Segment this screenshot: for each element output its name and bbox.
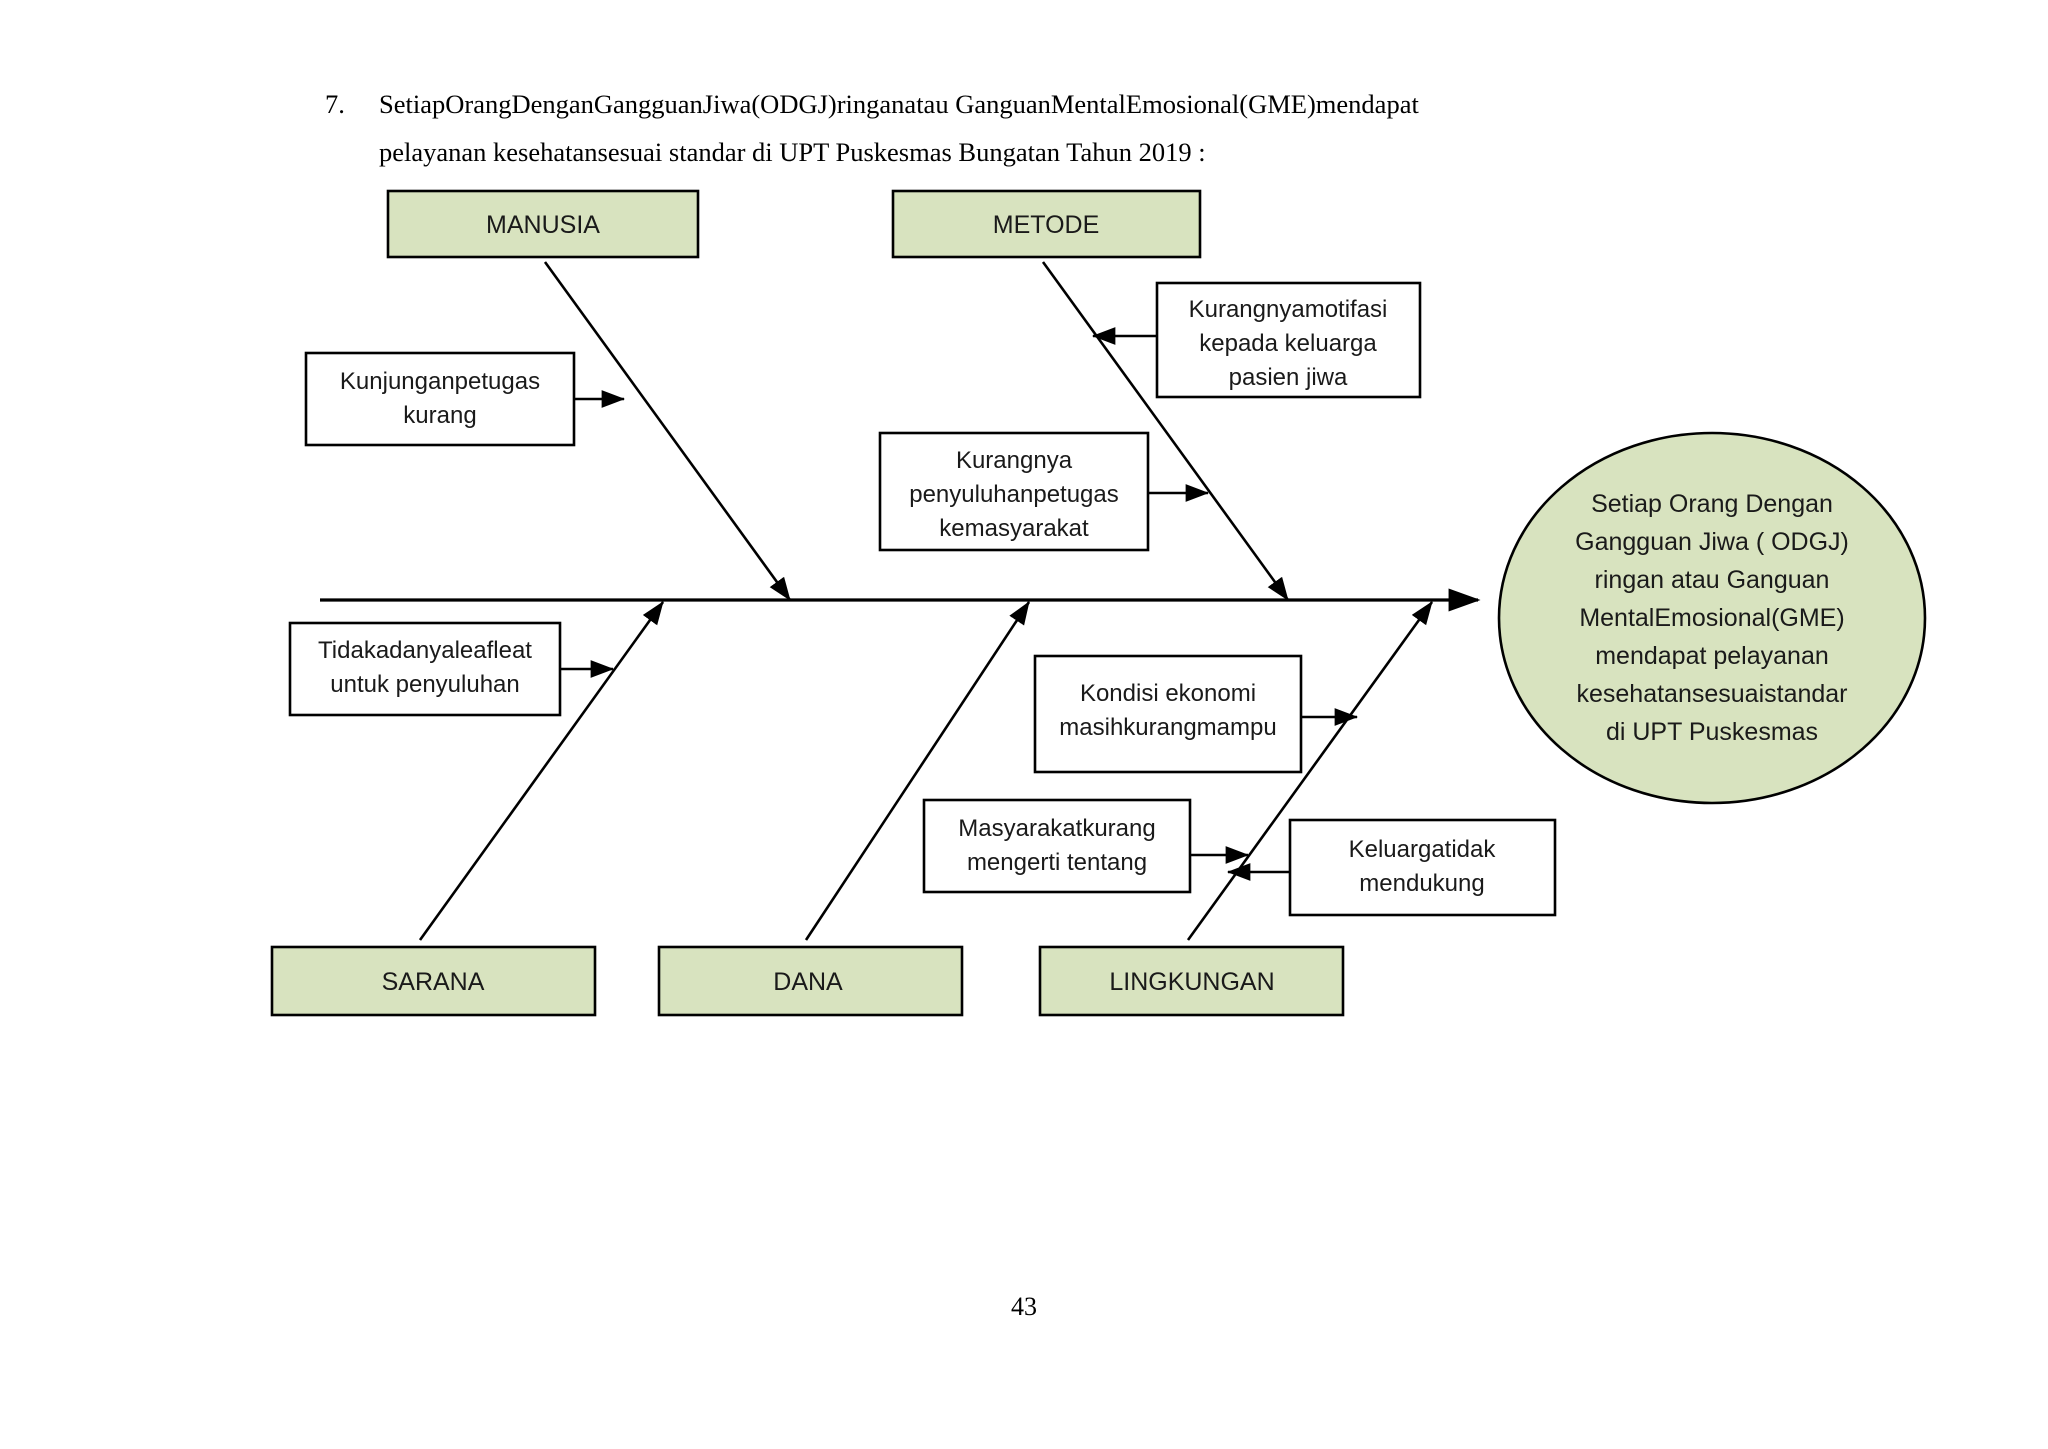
cause-kurangnya-motifasi-line-1: Kurangnyamotifasi xyxy=(1189,296,1388,323)
cause-tidak-ada-leafleat-line-1: Tidakadanyaleafleat xyxy=(318,637,532,664)
cause-kurangnya-penyuluhan-line-1: Kurangnya xyxy=(956,447,1073,474)
category-label-dana: DANA xyxy=(773,968,843,996)
cause-kondisi-ekonomi-line-1: Kondisi ekonomi xyxy=(1080,680,1256,707)
section-heading: 7. SetiapOrangDenganGangguanJiwa(ODGJ)ri… xyxy=(325,80,1625,176)
effect-line-6: kesehatansesuaistandar xyxy=(1576,680,1847,708)
category-box-metode[interactable] xyxy=(891,189,1202,259)
category-label-sarana: SARANA xyxy=(382,968,485,996)
cause-box-kondisi-ekonomi[interactable] xyxy=(1033,654,1303,774)
effect-line-5: mendapat pelayanan xyxy=(1595,642,1829,670)
category-label-manusia: MANUSIA xyxy=(486,211,600,239)
cause-kurangnya-penyuluhan-line-2: penyuluhanpetugas xyxy=(909,481,1119,508)
cause-keluarga-tidak-mendukung-line-2: mendukung xyxy=(1359,870,1484,897)
effect-line-3: ringan atau Ganguan xyxy=(1595,566,1830,594)
effect-line-1: Setiap Orang Dengan xyxy=(1591,490,1833,518)
category-label-lingkungan: LINGKUNGAN xyxy=(1109,968,1274,996)
cause-kunjungan-petugas-line-1: Kunjunganpetugas xyxy=(340,368,540,395)
page-number: 43 xyxy=(1011,1292,1037,1321)
cause-box-kunjungan-petugas[interactable] xyxy=(304,351,576,447)
cause-box-kurangnya-motifasi[interactable] xyxy=(1155,281,1422,399)
category-box-sarana[interactable] xyxy=(270,945,597,1017)
category-box-manusia[interactable] xyxy=(386,189,700,259)
cause-masyarakat-kurang-mengerti-line-2: mengerti tentang xyxy=(967,849,1147,876)
bone-lingkungan xyxy=(1186,601,1434,941)
effect-line-2: Gangguan Jiwa ( ODGJ) xyxy=(1575,528,1849,556)
cause-box-kurangnya-penyuluhan[interactable] xyxy=(878,431,1150,552)
cause-box-masyarakat-kurang-mengerti[interactable] xyxy=(922,798,1192,894)
bone-sarana xyxy=(418,601,665,941)
cause-kurangnya-penyuluhan-line-3: kemasyarakat xyxy=(939,515,1089,542)
effect-line-7: di UPT Puskesmas xyxy=(1606,718,1818,746)
category-box-dana[interactable] xyxy=(657,945,964,1017)
cause-kondisi-ekonomi-line-2: masihkurangmampu xyxy=(1059,714,1276,741)
heading-line-1-row: 7. SetiapOrangDenganGangguanJiwa(ODGJ)ri… xyxy=(325,80,1625,128)
effect-line-4: MentalEmosional(GME) xyxy=(1579,604,1844,632)
category-label-metode: METODE xyxy=(993,211,1100,239)
heading-line-2: pelayanan kesehatansesuai standar di UPT… xyxy=(379,137,1206,168)
cause-kurangnya-motifasi-line-2: kepada keluarga xyxy=(1199,330,1377,357)
effect-ellipse xyxy=(1497,431,1927,805)
cause-box-tidak-ada-leafleat[interactable] xyxy=(288,621,562,717)
bone-manusia xyxy=(543,261,792,601)
cause-masyarakat-kurang-mengerti-line-1: Masyarakatkurang xyxy=(958,815,1155,842)
heading-item-number: 7. xyxy=(325,89,345,119)
cause-tidak-ada-leafleat-line-2: untuk penyuluhan xyxy=(330,671,520,698)
bone-dana xyxy=(804,601,1031,941)
cause-kurangnya-motifasi-line-3: pasien jiwa xyxy=(1229,364,1348,391)
cause-keluarga-tidak-mendukung-line-1: Keluargatidak xyxy=(1349,836,1497,863)
heading-line-1: SetiapOrangDenganGangguanJiwa(ODGJ)ringa… xyxy=(379,89,1419,119)
category-box-lingkungan[interactable] xyxy=(1038,945,1345,1017)
cause-kunjungan-petugas-line-2: kurang xyxy=(403,402,476,429)
cause-box-keluarga-tidak-mendukung[interactable] xyxy=(1288,818,1557,917)
bone-metode xyxy=(1041,261,1290,601)
